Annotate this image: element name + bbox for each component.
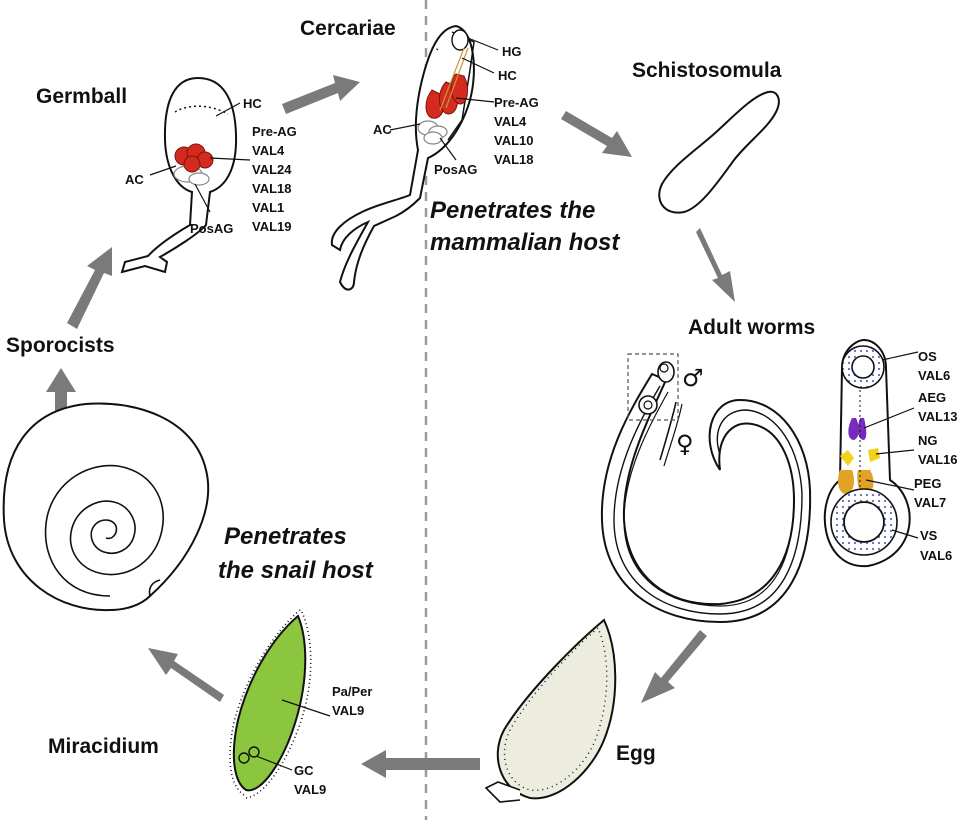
egg-illustration (486, 620, 615, 802)
germball-gene-6: VAL19 (252, 219, 292, 234)
cercariae-ac-label: AC (373, 122, 392, 137)
snail-host-line-1: Penetrates (224, 523, 347, 550)
stage-miracidium: Miracidium (48, 735, 159, 758)
vs-val-label: VAL6 (920, 548, 952, 563)
cercariae-gene-4: VAL18 (494, 152, 534, 167)
cercariae-hg-label: HG (502, 44, 522, 59)
ng-label: NG (918, 433, 938, 448)
cercariae-gene-2: VAL4 (494, 114, 527, 129)
arrow-egg-to-miracidium (361, 750, 480, 778)
stage-germball: Germball (36, 85, 127, 108)
cercariae-posag-label: PosAG (434, 162, 477, 177)
germball-gene-3: VAL24 (252, 162, 292, 177)
germball-gene-4: VAL18 (252, 181, 292, 196)
cercariae-gene-1: Pre-AG (494, 95, 539, 110)
germball-gene-1: Pre-AG (252, 124, 297, 139)
stage-sporocists: Sporocists (6, 334, 115, 357)
peg-val-label: VAL7 (914, 495, 946, 510)
aeg-label: AEG (918, 390, 946, 405)
adult-worms-illustration (602, 354, 810, 622)
germball-ac-label: AC (125, 172, 144, 187)
miracidium-gc-val-label: VAL9 (294, 782, 326, 797)
arrow-cercariae-to-schistosomula (561, 111, 632, 157)
arrow-miracidium-to-snail (148, 648, 224, 702)
ng-val-label: VAL16 (918, 452, 958, 467)
arrow-schistosomula-to-adult (696, 228, 735, 302)
male-symbol: ♂ (682, 364, 704, 392)
vs-label: VS (920, 528, 938, 543)
stage-adult-worms: Adult worms (688, 316, 815, 339)
aeg-val-label: VAL13 (918, 409, 958, 424)
snail-shell-illustration (4, 403, 209, 610)
cercariae-hc-label: HC (498, 68, 517, 83)
stage-cercariae: Cercariae (300, 17, 396, 40)
anterior-esophageal-gland (848, 418, 866, 440)
miracidium-illustration (230, 610, 330, 798)
miracidium-paper-label: Pa/Per (332, 684, 372, 699)
cercariae-gene-3: VAL10 (494, 133, 534, 148)
female-symbol: ♀ (676, 430, 694, 458)
mammalian-host-line-1: Penetrates the (430, 197, 595, 224)
os-label: OS (918, 349, 937, 364)
snail-host-line-2: the snail host (218, 557, 374, 584)
mammalian-host-line-2: mammalian host (430, 229, 620, 256)
arrow-adult-to-egg (641, 630, 707, 703)
peg-label: PEG (914, 476, 941, 491)
germball-hc-label: HC (243, 96, 262, 111)
miracidium-paper-val-label: VAL9 (332, 703, 364, 718)
arrow-germball-to-cercariae (282, 75, 360, 114)
stage-egg: Egg (616, 742, 656, 765)
os-val-label: VAL6 (918, 368, 950, 383)
germball-posag-label: PosAG (190, 221, 233, 236)
miracidium-gc-label: GC (294, 763, 314, 778)
germball-gene-2: VAL4 (252, 143, 285, 158)
germball-gene-5: VAL1 (252, 200, 284, 215)
stage-schistosomula: Schistosomula (632, 59, 782, 82)
adult-head-inset (825, 340, 918, 566)
schistosomula-illustration (659, 92, 779, 213)
arrow-sporocists-to-germball (67, 247, 112, 329)
